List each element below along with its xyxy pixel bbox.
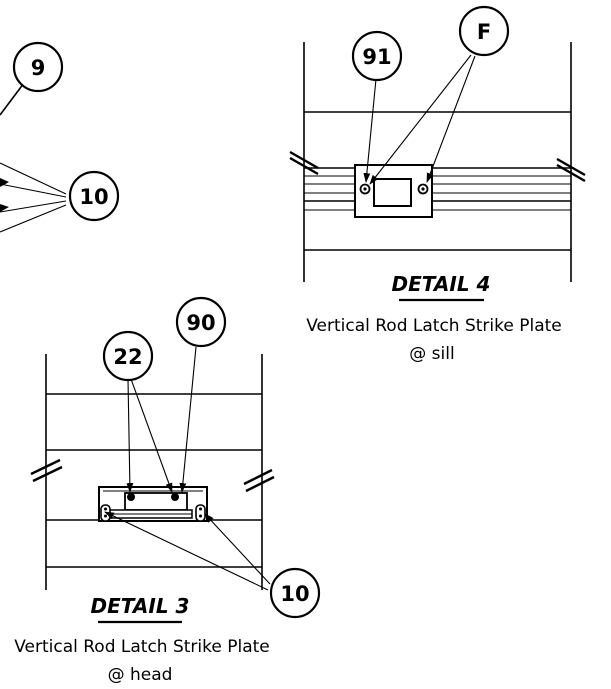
callout-10-top-label: 10 [79, 185, 108, 209]
callout-91-label: 91 [362, 45, 391, 69]
callout-22-label: 22 [113, 345, 142, 369]
callout-22: 22 [102, 330, 154, 382]
detail-3-title: DETAIL 3 [91, 594, 190, 618]
callout-F-label: F [477, 20, 491, 44]
callout-10-bottom: 10 [269, 567, 321, 619]
partial-detail-left: 9 10 [0, 41, 120, 233]
callout-9: 9 [12, 41, 64, 93]
detail-3: 90 22 10 DETAIL 3 Vertical Rod Latch Str… [14, 296, 321, 685]
detail-4-subtitle-line2: @ sill [409, 344, 454, 364]
callout-90: 90 [175, 296, 227, 348]
detail-3-subtitle-line1: Vertical Rod Latch Strike Plate [14, 637, 270, 657]
detail-4-title: DETAIL 4 [392, 272, 491, 296]
callout-10-bottom-label: 10 [280, 582, 309, 606]
callout-91: 91 [351, 30, 403, 82]
detail-3-subtitle-line2: @ head [108, 665, 173, 685]
callout-90-label: 90 [186, 311, 215, 335]
detail-4-subtitle-line1: Vertical Rod Latch Strike Plate [306, 316, 562, 336]
callout-F: F [458, 5, 510, 57]
callout-9-label: 9 [31, 56, 46, 80]
callout-10-top: 10 [68, 170, 120, 222]
detail-4: 91 F DETAIL 4 Vertical Rod Latch Strike … [289, 5, 586, 364]
